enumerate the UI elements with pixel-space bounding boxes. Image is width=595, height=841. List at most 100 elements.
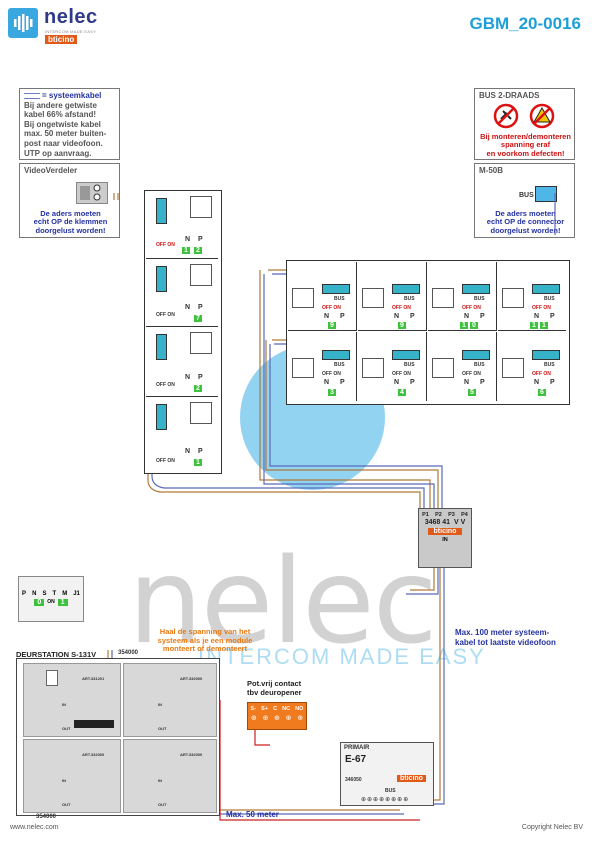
power-supply[interactable]: PRIMAIR E-67 346050 bticino BUS ⊕⊕⊕⊕⊕⊕⊕⊕ (340, 742, 434, 806)
terminal-icon (156, 334, 167, 360)
module-code: ART.332000 (180, 752, 203, 757)
terminal-icon (322, 284, 350, 294)
legend-line: UTP op aanvraag. (24, 148, 92, 158)
legend-line: Bij andere getwiste (24, 100, 97, 110)
monitor-left-2[interactable]: OFF ON N P 7 (146, 260, 218, 327)
footer-website[interactable]: www.nelec.com (10, 824, 59, 831)
deurstation-frame[interactable]: ART.331201 IN OUT ART.332000 IN OUT ART.… (16, 658, 220, 816)
n-label: N (534, 313, 540, 320)
videoverdeler-note: De aders moeten (40, 209, 101, 218)
relay-module[interactable]: S- S+ C NC NO ⊕⊕⊕⊕⊕ (247, 702, 307, 730)
no-voltage-icon (529, 103, 555, 129)
brand-tagline: INTERCOM MADE EASY (45, 29, 97, 34)
distributor-vv: V V (454, 519, 466, 526)
keypad-label: T (52, 591, 57, 597)
bus-warning-line: en voorkom defecten! (486, 148, 565, 158)
legend-title: = systeemkabel (42, 91, 102, 100)
monitor-screen-icon (190, 264, 212, 286)
relay-terminal: C (273, 706, 278, 712)
watermark-tagline: INTERCOM MADE EASY (198, 644, 486, 669)
terminal-icon (156, 198, 167, 224)
bus-warning-box: BUS 2-DRAADS Bij monteren/demonteren spa… (474, 88, 575, 160)
p-value: 1 (194, 459, 202, 466)
p-label: P (480, 313, 485, 320)
terminal-icon (462, 350, 490, 360)
m50b-box: M-50B BUS De aders moeten echt OP de con… (474, 163, 575, 238)
keypad-on: ON (47, 599, 55, 605)
monitor-top-4[interactable]: BUS OFF ON N P 1 1 (498, 262, 566, 331)
monitor-bottom-4[interactable]: BUS OFF ON N P 6 (498, 332, 566, 401)
monitor-left-1[interactable]: OFF ON N P 1 2 (146, 192, 218, 259)
monitor-screen-icon (362, 358, 384, 378)
spanning-note: Haal de spanning van het (159, 627, 251, 636)
legend-line: max. 50 meter buiten- (24, 129, 107, 139)
power-model: E-67 (345, 754, 367, 765)
module-code: ART.331201 (82, 676, 105, 681)
p-value: 4 (398, 389, 406, 396)
monitor-screen-icon (190, 402, 212, 424)
in-label: IN (158, 702, 162, 707)
p-label: P (340, 379, 345, 386)
p-label: P (198, 236, 203, 243)
distributor-brand: bticino (428, 528, 462, 535)
p-label: P (550, 379, 555, 386)
monitor-screen-icon (432, 288, 454, 308)
module-panel: ART.332000 IN OUT (123, 663, 217, 737)
n-label: N (185, 304, 191, 311)
terminal-block-icon (76, 182, 108, 204)
monitor-top-3[interactable]: BUS OFF ON N P 1 0 (428, 262, 497, 331)
p-label: P (198, 448, 203, 455)
terminal-icon (532, 284, 560, 294)
module-code: ART.332000 (180, 676, 203, 681)
monitor-screen-icon (292, 358, 314, 378)
n-value: 1 (182, 247, 190, 254)
m50b-bus-label: BUS (519, 192, 534, 199)
off-on-label: OFF ON (462, 371, 481, 377)
monitor-top-1[interactable]: BUS OFF ON N P 9 (288, 262, 357, 331)
video-distributor[interactable]: P1 P2 P3 P4 3468 41 V V bticino IN (418, 508, 472, 568)
monitor-bottom-2[interactable]: BUS OFF ON N P 4 (358, 332, 427, 401)
off-on-label: OFF ON (462, 305, 481, 311)
p-value: 0 (470, 322, 478, 329)
module-panel: ART.332000 IN OUT (23, 739, 121, 813)
monitor-screen-icon (292, 288, 314, 308)
camera-module-icon (46, 670, 58, 686)
display-module (74, 720, 114, 728)
deurstation-bottom-code: 354000 (36, 814, 57, 820)
max100-note: kabel tot laatste videofoon (455, 637, 556, 647)
max100-note: Max. 100 meter systeem- (455, 628, 550, 637)
spanning-note: monteert of demonteert (162, 644, 248, 654)
monitor-left-3[interactable]: OFF ON N P 2 (146, 328, 218, 397)
monitor-screen-icon (502, 288, 524, 308)
no-plug-icon (493, 103, 519, 129)
n-label: N (464, 379, 470, 386)
port-label: P3 (448, 512, 455, 518)
connector-icon (535, 186, 557, 202)
brand-logo[interactable]: nelec INTERCOM MADE EASY bticino (8, 6, 118, 44)
monitor-screen-icon (502, 358, 524, 378)
keypad-label: S (42, 591, 47, 597)
p-label: P (198, 374, 203, 381)
terminal-icon (156, 404, 167, 430)
keypad-value: 0 (34, 599, 45, 606)
brand-name: nelec (44, 6, 98, 28)
m50b-title: M-50B (479, 166, 504, 175)
p-value: 5 (468, 389, 476, 396)
n-label: N (394, 313, 400, 320)
n-label: N (464, 313, 470, 320)
off-on-label: OFF ON (156, 242, 175, 248)
relay-terminal: NO (295, 706, 304, 712)
p-value: 2 (194, 385, 202, 392)
monitor-top-2[interactable]: BUS OFF ON N P 9 (358, 262, 427, 331)
keypad-label: N (32, 591, 37, 597)
monitor-left-4[interactable]: OFF ON N P 1 (146, 398, 218, 470)
power-code: 346050 (345, 777, 362, 783)
off-on-label: OFF ON (392, 305, 411, 311)
monitor-bottom-1[interactable]: BUS OFF ON N P 3 (288, 332, 357, 401)
monitor-bottom-3[interactable]: BUS OFF ON N P 5 (428, 332, 497, 401)
terminal-icon (392, 350, 420, 360)
bus-label: BUS (544, 296, 555, 302)
deurstation-title: DEURSTATION S-131V (16, 650, 97, 659)
spanning-note: systeem als je een module (157, 635, 253, 645)
out-label: OUT (62, 802, 71, 807)
